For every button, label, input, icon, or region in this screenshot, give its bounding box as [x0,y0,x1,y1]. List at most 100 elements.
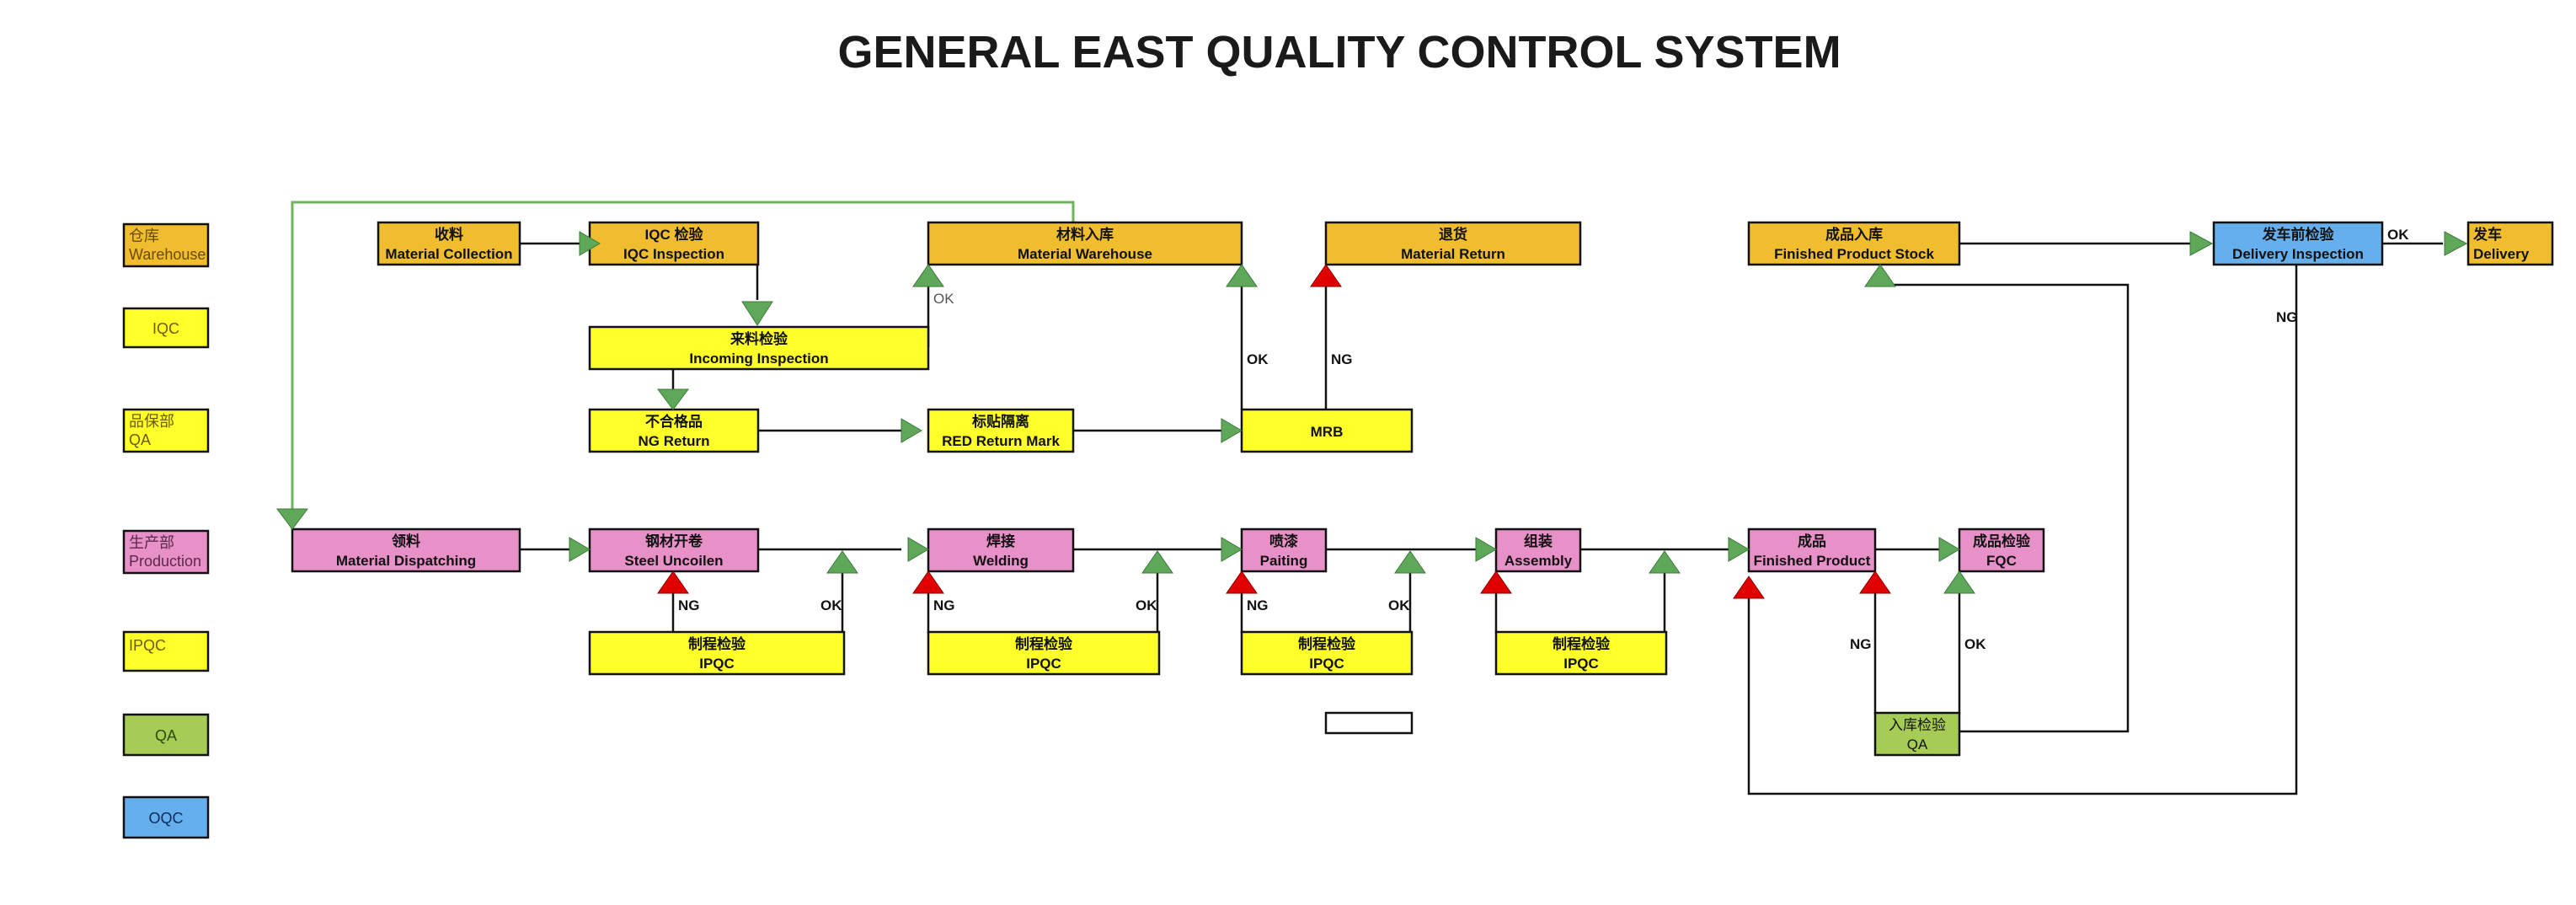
node-ipqc-3: 制程检验 IPQC [1240,630,1414,676]
node-assembly: 组装 Assembly [1494,527,1582,573]
arrow-down-icon [741,301,773,326]
node-material-dispatching: 领料 Material Dispatching [291,527,521,573]
assembly-cn: 组装 [1524,533,1553,549]
legend-swatch-production [122,529,210,575]
legend-label-qa-dept-cn: 品保部 [129,413,174,430]
legend-swatch-ipqc [122,630,210,672]
material-collection-cn: 收料 [435,226,463,243]
node-ipqc-4: 制程检验 IPQC [1494,630,1668,676]
empty-box [1324,711,1414,735]
delivery-inspection-en: Delivery Inspection [2232,246,2364,262]
legend-swatch-qa-dept [122,408,210,453]
feedback-line-warehouse-to-dispatch [291,201,1075,516]
arrowheads [276,231,2468,599]
node-finished-product-stock: 成品入库 Finished Product Stock [1747,221,1961,266]
label-ng: NG [1331,351,1353,367]
node-delivery-inspection: 发车前检验 Delivery Inspection [2212,221,2384,266]
node-ipqc-1: 制程检验 IPQC [588,630,846,676]
red-return-mark-cn: 标贴隔离 [972,413,1029,430]
material-dispatching-en: Material Dispatching [336,553,476,569]
label-ng: NG [2276,309,2298,325]
arrow-up-ok-icon [912,264,944,287]
legend-warehouse: 仓库 Warehouse [122,222,210,268]
connector-delivery-ng-loop [1747,265,2298,795]
page-title: GENERAL EAST QUALITY CONTROL SYSTEM [837,27,1841,78]
ipqc-4-en: IPQC [1563,656,1599,672]
material-collection-en: Material Collection [385,246,512,262]
arrow-up-ng-icon [1310,264,1342,287]
ipqc-1-cn: 制程检验 [688,635,746,652]
welding-cn: 焊接 [986,533,1015,549]
incoming-inspection-cn: 来料检验 [730,330,788,347]
ipqc-3-en: IPQC [1309,656,1344,672]
welding-en: Welding [973,553,1029,569]
finished-product-stock-cn: 成品入库 [1825,226,1883,243]
arrow-right-icon [579,231,601,256]
node-delivery: 发车 Delivery [2466,221,2554,266]
arrow-up-ok-icon [1141,550,1173,574]
ipqc-3-cn: 制程检验 [1298,635,1356,652]
arrow-up-ok-icon [1226,264,1258,287]
label-ok: OK [1247,351,1269,367]
legend-ipqc: IPQC [122,630,210,672]
legend-label-oqc: OQC [148,810,183,827]
delivery-inspection-cn: 发车前检验 [2262,226,2335,243]
ipqc-2-en: IPQC [1026,656,1061,672]
label-ok: OK [1964,636,1986,652]
material-dispatching-cn: 领料 [392,533,420,549]
node-ipqc-2: 制程检验 IPQC [927,630,1161,676]
stock-inspection-en: QA [1907,736,1928,752]
arrow-up-ng-icon [912,570,944,594]
node-stock-inspection: 入库检验 QA [1873,711,1961,757]
arrow-up-ok-icon [1649,550,1681,574]
arrow-right-icon [901,418,922,443]
arrow-up-ok-icon [1864,264,1896,287]
mrb-label: MRB [1311,424,1344,440]
arrow-up-ng-icon [657,570,689,594]
label-ok: OK [1388,597,1410,613]
arrow-right-icon [569,537,591,562]
node-paiting: 喷漆 Paiting [1240,527,1328,573]
arrow-right-icon [1221,418,1243,443]
iqc-inspection-en: IQC Inspection [623,246,724,262]
steel-uncoilen-en: Steel Uncoilen [624,553,723,569]
node-iqc-inspection: IQC 检验 IQC Inspection [588,221,760,266]
label-ng: NG [933,597,955,613]
label-ok: OK [1136,597,1157,613]
arrow-right-icon [2189,231,2214,256]
arrow-down-icon [276,508,308,530]
arrow-up-ok-icon [1943,570,1975,594]
legend-label-qa: QA [155,727,177,744]
material-return-cn: 退货 [1439,226,1467,243]
ng-return-cn: 不合格品 [645,413,703,430]
node-material-collection: 收料 Material Collection [377,221,521,266]
label-ng: NG [1247,597,1269,613]
node-incoming-inspection: 来料检验 Incoming Inspection [588,325,930,371]
iqc-inspection-cn: IQC 检验 [645,226,704,243]
arrow-up-ok-icon [826,550,858,574]
arrow-right-icon [1221,537,1243,562]
arrow-right-icon [2444,231,2468,256]
material-warehouse-en: Material Warehouse [1018,246,1152,262]
red-return-mark-en: RED Return Mark [942,433,1060,449]
ipqc-1-en: IPQC [699,656,735,672]
delivery-cn: 发车 [2472,226,2502,243]
legend-production: 生产部 Production [122,529,210,575]
legend-label-warehouse-en: Warehouse [129,246,206,263]
label-ng: NG [1850,636,1872,652]
node-welding: 焊接 Welding [927,527,1075,573]
legend-qa-dept: 品保部 QA [122,408,210,453]
paiting-cn: 喷漆 [1269,533,1298,549]
legend: 仓库 Warehouse IQC 品保部 QA 生产部 Production I… [122,222,210,839]
legend-label-iqc: IQC [152,320,179,337]
finished-product-stock-en: Finished Product Stock [1774,246,1934,262]
node-material-warehouse: 材料入库 Material Warehouse [927,221,1243,266]
ng-return-en: NG Return [639,433,710,449]
legend-iqc: IQC [122,307,210,349]
label-ng: NG [678,597,700,613]
arrow-right-icon [907,537,929,562]
finished-product-cn: 成品 [1798,533,1826,549]
incoming-inspection-en: Incoming Inspection [689,351,828,367]
